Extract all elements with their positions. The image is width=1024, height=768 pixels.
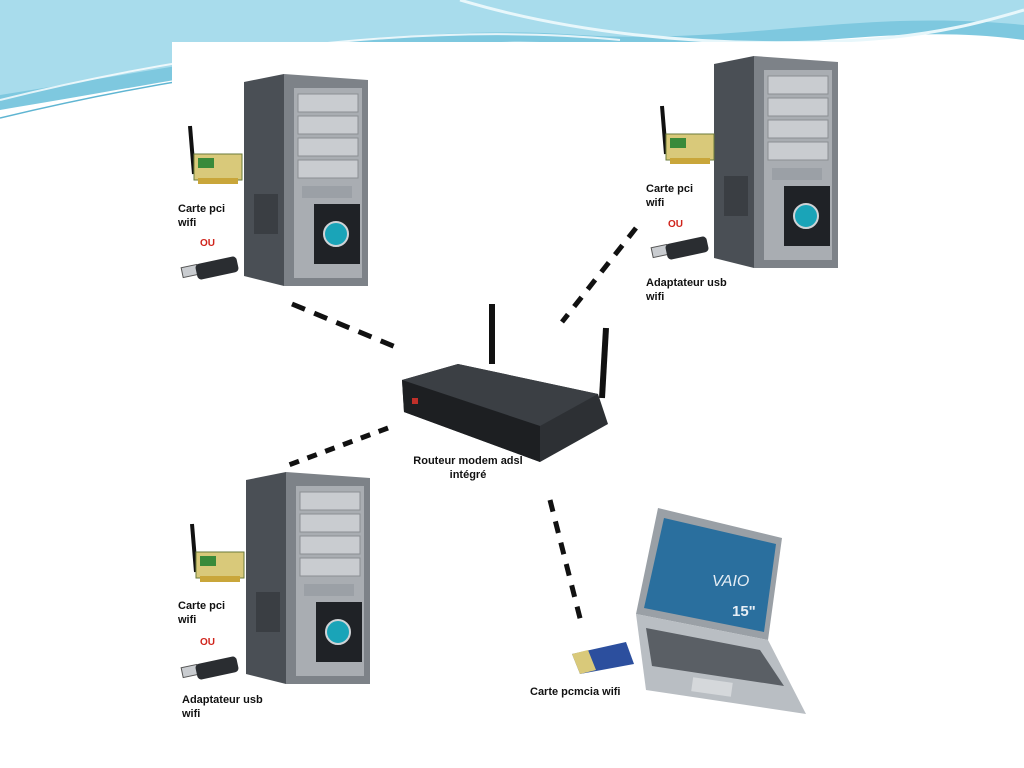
- link-laptop: [547, 499, 585, 627]
- tower-pc-icon: [246, 472, 370, 684]
- or-label: OU: [668, 219, 683, 230]
- link-bottom-left: [285, 425, 389, 469]
- usb-adapter-label: Adaptateur usb wifi: [182, 694, 263, 720]
- usb-wifi-adapter-icon: [650, 236, 709, 260]
- pci-wifi-card-icon: [660, 105, 715, 164]
- usb-wifi-adapter-icon: [180, 656, 239, 680]
- laptop-brand-label: VAIO: [712, 573, 749, 590]
- laptop-screen-size-label: 15": [732, 603, 756, 620]
- laptop-icon: VAIO 15": [636, 508, 806, 714]
- or-label: OU: [200, 238, 215, 249]
- router-caption: Routeur modem adsl intégré: [413, 455, 523, 481]
- or-label: OU: [200, 637, 215, 648]
- pci-card-label: Carte pci wifi: [178, 600, 226, 626]
- usb-adapter-label: Adaptateur usb wifi: [646, 277, 727, 303]
- pcmcia-card-label: Carte pcmcia wifi: [530, 686, 621, 698]
- usb-wifi-adapter-icon: [180, 256, 239, 280]
- pci-card-label: Carte pci wifi: [178, 203, 226, 229]
- pcmcia-card-icon: [572, 642, 634, 674]
- pci-wifi-card-icon: [190, 523, 245, 582]
- link-top-left: [291, 301, 399, 351]
- tower-pc-icon: [244, 74, 368, 286]
- pci-card-label: Carte pci wifi: [646, 183, 694, 209]
- link-top-right: [560, 226, 638, 324]
- tower-pc-icon: [714, 56, 838, 268]
- router-icon: [402, 304, 609, 462]
- pci-wifi-card-icon: [188, 125, 243, 184]
